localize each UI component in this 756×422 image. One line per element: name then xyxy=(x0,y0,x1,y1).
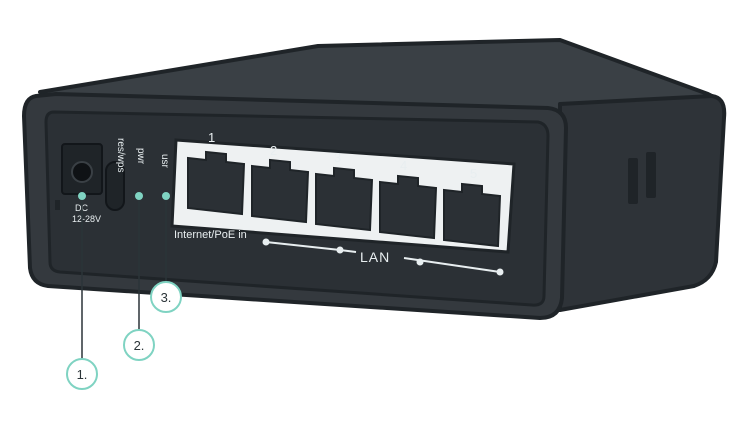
usr-led xyxy=(162,192,170,200)
reset-wps-button xyxy=(105,161,125,211)
port-number: 1 xyxy=(208,130,215,145)
pwr-label: pwr xyxy=(135,148,146,165)
ethernet-ports xyxy=(187,150,502,248)
usr-label: usr xyxy=(159,154,170,169)
port-number: 4 xyxy=(400,158,407,173)
port-number: 2 xyxy=(270,143,277,158)
port-number: 3 xyxy=(334,150,341,165)
reset-wps-label: res/wps xyxy=(115,138,126,172)
internet-poe-label: Internet/PoE in xyxy=(174,229,247,241)
dc-marker-dot xyxy=(78,192,86,200)
side-vent xyxy=(646,152,656,198)
callout-3-label: 3. xyxy=(161,290,172,305)
callout-1-label: 1. xyxy=(77,367,88,382)
ethernet-port-3 xyxy=(315,166,374,232)
ethernet-port-2 xyxy=(251,158,310,224)
router-side xyxy=(558,94,727,312)
callout-1: 1. xyxy=(66,358,98,390)
lan-bracket-dot xyxy=(496,268,504,276)
lan-bracket-dot xyxy=(262,238,270,246)
ethernet-port-4 xyxy=(379,174,438,240)
callout-2-label: 2. xyxy=(134,338,145,353)
port-number: 5 xyxy=(470,166,477,181)
callout-2: 2. xyxy=(123,329,155,361)
lan-bracket-line xyxy=(265,241,341,251)
lan-label: LAN xyxy=(360,249,390,265)
pwr-led xyxy=(135,192,143,200)
lan-bracket-dot xyxy=(416,258,424,266)
ethernet-port-5 xyxy=(443,182,502,248)
voltage-label: 12-28V xyxy=(72,214,101,224)
ethernet-port-1 xyxy=(187,150,246,216)
dc-small-indicator xyxy=(55,200,60,210)
callout-3: 3. xyxy=(150,281,182,313)
lan-bracket-dot xyxy=(336,246,344,254)
dc-jack-pin xyxy=(71,161,93,183)
side-vent xyxy=(628,158,638,204)
